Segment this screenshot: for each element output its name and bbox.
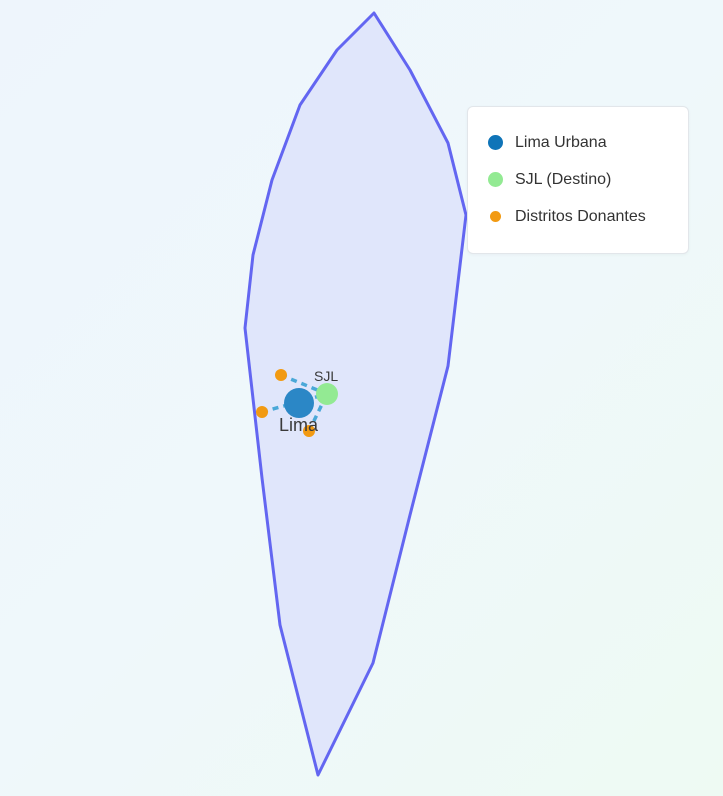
- donor-marker[interactable]: [275, 369, 287, 381]
- legend-item-sjl[interactable]: SJL (Destino): [488, 161, 688, 198]
- legend-item-lima[interactable]: Lima Urbana: [488, 124, 688, 161]
- legend-dot-icon: [490, 211, 501, 222]
- legend-label: SJL (Destino): [515, 170, 612, 188]
- lima-label: Lima: [279, 415, 319, 435]
- legend-dot-icon: [488, 172, 503, 187]
- legend-dot-icon: [488, 135, 503, 150]
- donor-marker[interactable]: [303, 425, 315, 437]
- sjl-marker[interactable]: [316, 383, 338, 405]
- lima-marker[interactable]: [284, 388, 314, 418]
- map-legend: Lima Urbana SJL (Destino) Distritos Dona…: [467, 106, 689, 254]
- donor-marker[interactable]: [256, 406, 268, 418]
- legend-label: Lima Urbana: [515, 133, 607, 151]
- legend-label: Distritos Donantes: [515, 207, 646, 225]
- region-boundary[interactable]: [243, 11, 468, 777]
- connector-donor-1: [280, 373, 328, 396]
- legend-item-donors[interactable]: Distritos Donantes: [488, 198, 688, 235]
- sjl-label: SJL: [314, 368, 338, 384]
